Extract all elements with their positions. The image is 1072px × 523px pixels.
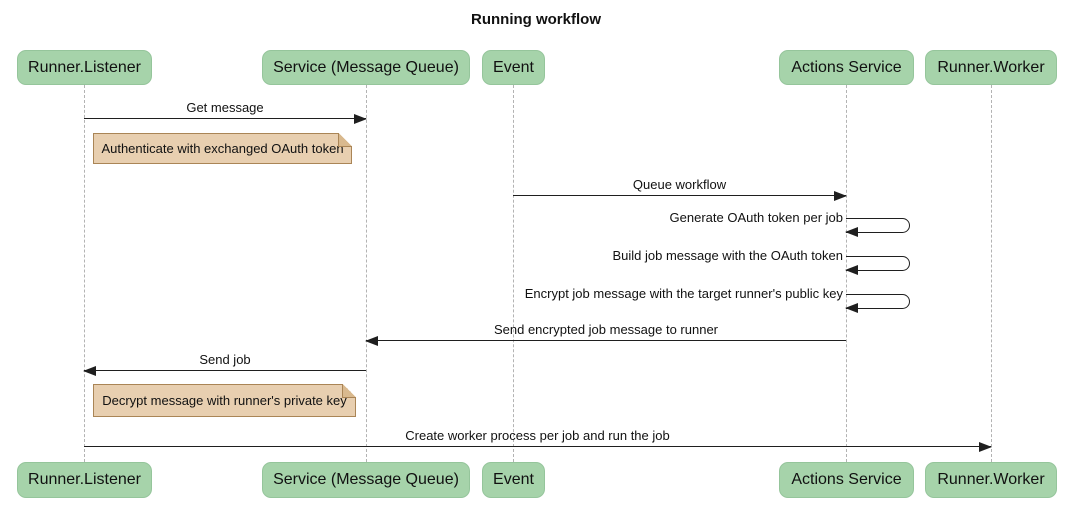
actor-label: Actions Service: [791, 471, 902, 488]
actor-label: Service (Message Queue): [273, 471, 459, 488]
message-line: [84, 370, 366, 371]
message-label: Get message: [186, 100, 264, 115]
note-decrypt: Decrypt message with runner's private ke…: [93, 384, 356, 417]
actor-label: Runner.Listener: [28, 471, 141, 488]
actor-runner-listener-top: Runner.Listener: [17, 50, 152, 85]
arrowhead-right-icon: [979, 442, 992, 452]
actor-event-bottom: Event: [482, 462, 545, 498]
lifeline-runner-worker: [990, 85, 992, 462]
arrowhead-left-icon: [845, 227, 858, 237]
message-line: [84, 446, 991, 447]
actor-actions-service-bottom: Actions Service: [779, 462, 914, 498]
diagram-title: Running workflow: [471, 11, 601, 28]
actor-label: Service (Message Queue): [273, 58, 459, 76]
actor-service-message-queue-top: Service (Message Queue): [262, 50, 470, 85]
lifeline-service-message-queue: [365, 85, 367, 462]
self-loop-line: [846, 256, 910, 271]
message-label: Send job: [199, 352, 251, 367]
self-loop-line: [846, 294, 910, 309]
actor-service-message-queue-bottom: Service (Message Queue): [262, 462, 470, 498]
arrowhead-left-icon: [845, 303, 858, 313]
actor-label: Event: [493, 58, 534, 76]
actor-label: Actions Service: [791, 58, 902, 76]
note-text: Authenticate with exchanged OAuth token: [101, 141, 344, 156]
arrowhead-left-icon: [83, 366, 96, 376]
note-fold-corner-icon: [342, 384, 356, 398]
message-label: Build job message with the OAuth token: [612, 248, 843, 263]
arrowhead-left-icon: [365, 336, 378, 346]
actor-label: Event: [493, 471, 534, 488]
message-line: [513, 195, 846, 196]
lifeline-runner-listener: [83, 85, 85, 462]
note-fold-corner-icon: [338, 133, 352, 147]
note-authenticate: Authenticate with exchanged OAuth token: [93, 133, 352, 164]
actor-runner-listener-bottom: Runner.Listener: [17, 462, 152, 498]
message-label: Send encrypted job message to runner: [493, 322, 719, 337]
arrowhead-right-icon: [834, 191, 847, 201]
actor-label: Runner.Listener: [28, 58, 141, 76]
message-label: Generate OAuth token per job: [669, 210, 843, 225]
note-text: Decrypt message with runner's private ke…: [102, 393, 347, 408]
message-line: [366, 340, 846, 341]
self-message-build-job-message: Build job message with the OAuth token: [612, 248, 910, 275]
message-line: [84, 118, 366, 119]
arrowhead-left-icon: [845, 265, 858, 275]
actor-runner-worker-bottom: Runner.Worker: [925, 462, 1057, 498]
actor-event-top: Event: [482, 50, 545, 85]
actor-label: Runner.Worker: [937, 471, 1045, 488]
lifeline-event: [513, 85, 514, 462]
message-label: Create worker process per job and run th…: [405, 428, 670, 443]
actor-actions-service-top: Actions Service: [779, 50, 914, 85]
self-message-encrypt-job-message: Encrypt job message with the target runn…: [525, 286, 910, 313]
self-message-generate-oauth-token: Generate OAuth token per job: [670, 210, 910, 237]
actor-runner-worker-top: Runner.Worker: [925, 50, 1057, 85]
message-label: Encrypt job message with the target runn…: [524, 286, 843, 301]
actor-label: Runner.Worker: [937, 58, 1045, 76]
message-label: Queue workflow: [632, 177, 727, 192]
arrowhead-right-icon: [354, 114, 367, 124]
self-loop-line: [846, 218, 910, 233]
